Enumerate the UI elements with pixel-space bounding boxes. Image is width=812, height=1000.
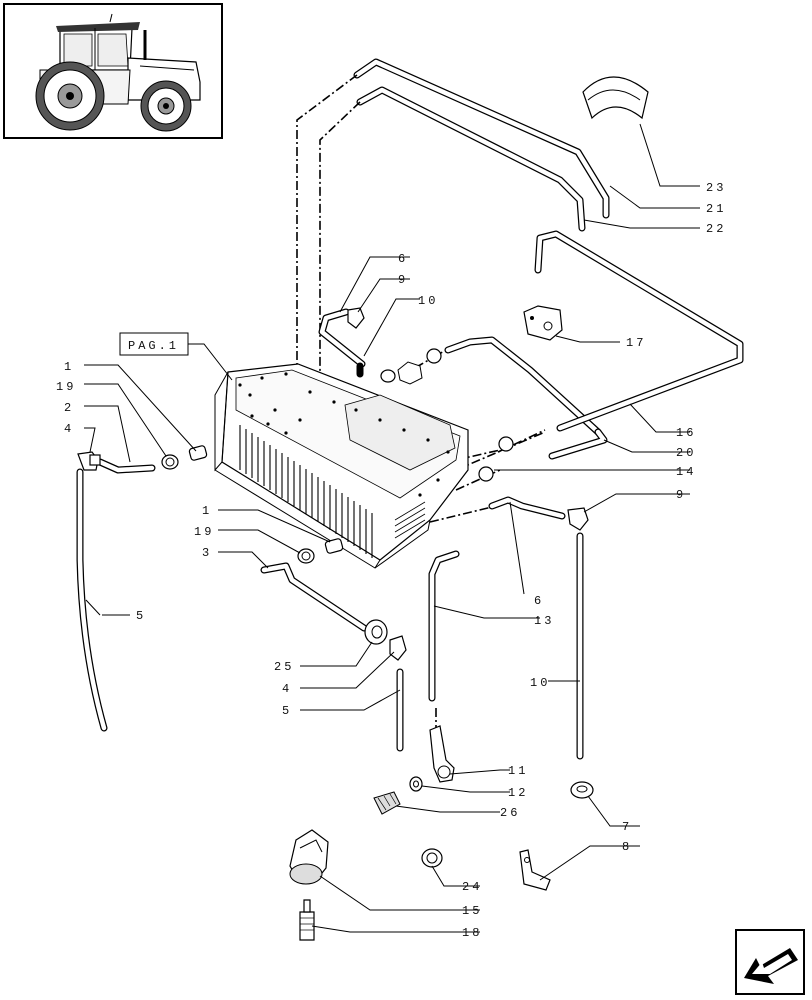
label-7: 7 [622, 820, 632, 834]
label-23: 23 [706, 181, 726, 195]
label-3: 3 [202, 546, 212, 560]
clamp-part-24[interactable] [421, 848, 443, 868]
elbow-part-9-lower[interactable] [567, 507, 589, 531]
clamp-part-14[interactable] [478, 436, 514, 482]
label-25: 25 [274, 660, 294, 674]
label-6-lower: 6 [534, 594, 544, 608]
label-10-upper: 10 [418, 294, 438, 308]
fitting-part-18[interactable] [299, 899, 315, 941]
washer-part-12[interactable] [409, 776, 423, 792]
filler-neck-assembly[interactable] [380, 336, 602, 436]
pipe-part-20[interactable] [548, 428, 608, 460]
label-21: 21 [706, 202, 726, 216]
hose-part-5-left[interactable] [76, 468, 108, 732]
connection-line [296, 74, 358, 370]
label-22: 22 [706, 222, 726, 236]
label-1-left: 1 [64, 360, 74, 374]
label-10-right: 10 [530, 676, 550, 690]
label-15: 15 [462, 904, 482, 918]
grommet-part-25[interactable] [364, 619, 388, 645]
pipe-part-6-upper[interactable] [318, 308, 366, 368]
label-24: 24 [462, 880, 482, 894]
arrow-back-icon[interactable] [735, 929, 805, 995]
connection-line [455, 431, 546, 471]
clip-part-8[interactable] [519, 849, 551, 891]
cap-part-15[interactable] [289, 829, 329, 885]
elbow-part-4-lower[interactable] [389, 635, 407, 661]
label-19-left: 19 [56, 380, 76, 394]
label-6-upper: 6 [398, 252, 408, 266]
label-5-lower: 5 [282, 704, 292, 718]
part-labels: 1 19 2 4 5 6 9 10 1 19 3 25 4 5 6 13 10 … [56, 181, 726, 940]
label-1-lower: 1 [202, 504, 212, 518]
label-16: 16 [676, 426, 696, 440]
label-9-lower: 9 [676, 488, 686, 502]
pipe-22[interactable] [356, 86, 586, 232]
label-18: 18 [462, 926, 482, 940]
pipe-part-2[interactable] [96, 458, 156, 474]
bolt-part-26[interactable] [373, 791, 401, 815]
elbow-part-9-upper[interactable] [347, 307, 365, 329]
sleeve-part-23[interactable] [582, 76, 649, 120]
label-4-left: 4 [64, 422, 74, 436]
label-12: 12 [508, 786, 528, 800]
elbow-part-4-left[interactable] [77, 451, 101, 471]
grommet-part-7[interactable] [570, 781, 594, 799]
pipe-part-6-lower[interactable] [488, 496, 566, 520]
clamp-part-19-left[interactable] [161, 454, 179, 470]
label-2: 2 [64, 401, 74, 415]
pipe-part-3[interactable] [260, 562, 368, 632]
pipe-part-13[interactable] [428, 550, 460, 702]
page-reference-label: PAG.1 [128, 339, 179, 353]
label-26: 26 [500, 806, 520, 820]
pipe-21[interactable] [353, 58, 610, 219]
label-11: 11 [508, 764, 528, 778]
connection-line [429, 506, 493, 523]
label-20: 20 [676, 446, 696, 460]
leader-lines [84, 123, 700, 933]
label-14: 14 [676, 465, 696, 479]
clamp-part-19-lower[interactable] [297, 548, 315, 564]
label-13: 13 [534, 614, 554, 628]
pipe-part-16[interactable] [534, 230, 744, 432]
label-9-upper: 9 [398, 273, 408, 287]
label-5-left: 5 [136, 609, 146, 623]
label-8: 8 [622, 840, 632, 854]
label-4-lower: 4 [282, 682, 292, 696]
label-19-lower: 19 [194, 525, 214, 539]
tank-assembly[interactable] [188, 363, 469, 569]
page-reference-box[interactable]: PAG.1 [119, 332, 233, 381]
tractor-thumbnail-icon[interactable] [3, 3, 223, 139]
bracket-part-17[interactable] [523, 305, 563, 341]
label-17: 17 [626, 336, 646, 350]
